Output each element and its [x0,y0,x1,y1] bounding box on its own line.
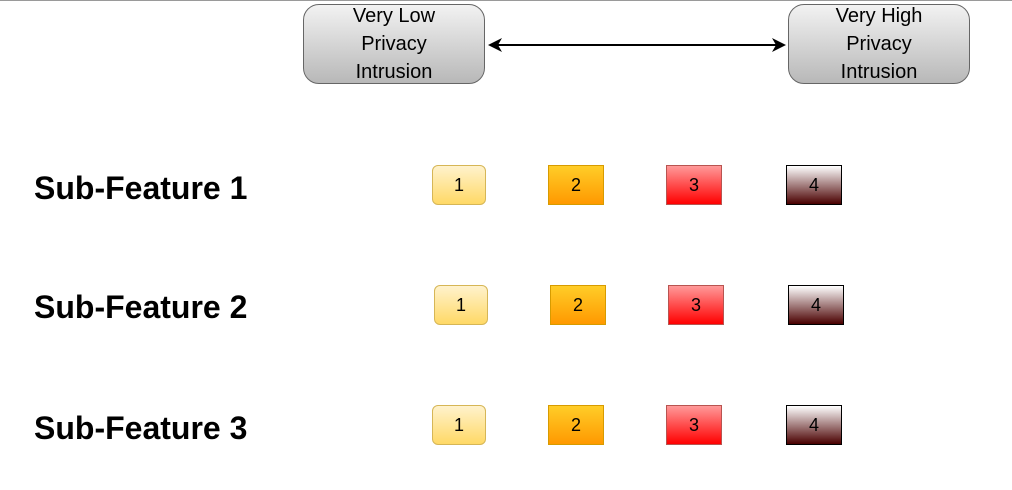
sub-feature-2-level-3: 3 [668,285,724,325]
sub-feature-3-label: Sub-Feature 3 [34,410,248,446]
sub-feature-3-level-3: 3 [666,405,722,445]
sub-feature-3-level-1: 1 [432,405,486,445]
sub-feature-2-level-2: 2 [550,285,606,325]
sub-feature-1-level-2: 2 [548,165,604,205]
very-high-privacy-intrusion-label: Very High Privacy Intrusion [835,5,923,83]
sub-feature-1-label: Sub-Feature 1 [34,170,248,206]
sub-feature-1-level-1: 1 [432,165,486,205]
double-headed-arrow [488,38,786,52]
sub-feature-2-level-1: 1 [434,285,488,325]
sub-feature-2-label: Sub-Feature 2 [34,289,248,325]
sub-feature-1-level-3: 3 [666,165,722,205]
sub-feature-3-level-4: 4 [786,405,842,445]
very-low-privacy-intrusion-label: Very Low Privacy Intrusion [352,5,436,83]
top-border-line [0,0,1012,1]
very-high-privacy-intrusion-box: Very High Privacy Intrusion [788,4,970,84]
sub-feature-3-level-2: 2 [548,405,604,445]
sub-feature-1-level-4: 4 [786,165,842,205]
very-low-privacy-intrusion-box: Very Low Privacy Intrusion [303,4,485,84]
sub-feature-2-level-4: 4 [788,285,844,325]
